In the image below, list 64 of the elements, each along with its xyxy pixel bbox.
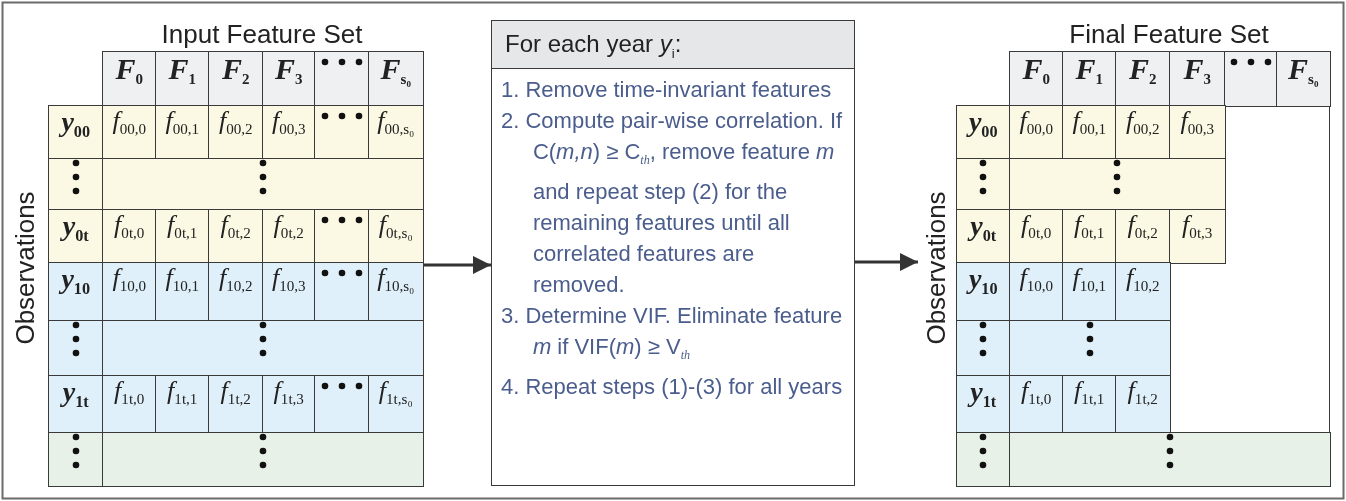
row-label: y$_{0t}$: [48, 209, 104, 264]
column-header: F$_{s₀}$: [1276, 51, 1331, 107]
feature-value: f$_{0t,3}$: [1169, 209, 1226, 264]
axis-label: Observations: [920, 191, 951, 345]
feature-value: f$_{00,1}$: [155, 105, 210, 160]
arrow: [855, 253, 918, 271]
feature-value: f$_{00,2}$: [208, 105, 264, 160]
step-text: 4. Repeat steps (1)-(3) for all years: [501, 373, 844, 401]
feature-value: f$_{0t,1}$: [1062, 209, 1117, 264]
row-label: y$_{00}$: [48, 105, 104, 160]
feature-value: f$_{1t,s₀}$: [368, 375, 424, 434]
feature-value: f$_{1t,1}$: [155, 375, 210, 434]
feature-value: f$_{10,2}$: [1115, 262, 1171, 322]
feature-value: f$_{0t,2}$: [208, 209, 264, 264]
feature-value: f$_{0t,0}$: [102, 209, 157, 264]
feature-value: f$_{00,3}$: [1169, 105, 1226, 160]
box-heading: For each year y$_{i}$:: [492, 21, 854, 69]
step-text: 3. Determine VIF. Eliminate feature m if VIF(m) ≥ V$_{th}$: [501, 302, 844, 365]
row-label: y$_{1t}$: [48, 375, 104, 434]
column-header: F$_{3}$: [1169, 51, 1226, 107]
feature-value: f$_{1t,1}$: [1062, 375, 1117, 434]
feature-value: f$_{10,3}$: [262, 262, 316, 322]
feature-value: f$_{0t,0}$: [1009, 209, 1064, 264]
feature-value: f$_{00,s₀}$: [368, 105, 424, 160]
step-text: 1. Remove time-invariant features: [501, 76, 833, 104]
column-header: F$_{s₀}$: [368, 51, 424, 107]
column-header: F$_{0}$: [1009, 51, 1064, 107]
feature-value: f$_{0t,s₀}$: [368, 209, 424, 264]
feature-value: f$_{00,1}$: [1062, 105, 1117, 160]
row-label: y$_{1t}$: [956, 375, 1011, 434]
row-label: y$_{0t}$: [956, 209, 1011, 264]
table-title: Final Feature Set: [1068, 18, 1270, 51]
arrow: [424, 256, 491, 274]
column-header: F$_{1}$: [1062, 51, 1117, 107]
feature-value: f$_{10,s₀}$: [368, 262, 424, 322]
feature-value: f$_{0t,2}$: [262, 209, 316, 264]
feature-value: f$_{0t,2}$: [1115, 209, 1171, 264]
feature-value: f$_{10,0}$: [1009, 262, 1064, 322]
column-header: F$_{2}$: [1115, 51, 1171, 107]
row-label: y$_{00}$: [956, 105, 1011, 160]
feature-value: f$_{1t,2}$: [208, 375, 264, 434]
column-header: F$_{0}$: [102, 51, 157, 107]
step-text: 2. Compute pair-wise correlation. If C(m,n) ≥ C$_{th}$, remove feature m and repeat step (2) for the remaining features until all correlated features are removed.: [501, 107, 844, 300]
feature-value: f$_{0t,1}$: [155, 209, 210, 264]
feature-value: f$_{00,3}$: [262, 105, 316, 160]
row-label: y$_{10}$: [48, 262, 104, 322]
feature-value: f$_{1t,2}$: [1115, 375, 1171, 434]
row-label: y$_{10}$: [956, 262, 1011, 322]
feature-value: f$_{00,0}$: [102, 105, 157, 160]
process-box: [491, 20, 855, 486]
column-header: F$_{3}$: [262, 51, 316, 107]
feature-value: f$_{1t,0}$: [1009, 375, 1064, 434]
table-title: Input Feature Set: [160, 18, 364, 51]
column-header: F$_{1}$: [155, 51, 210, 107]
column-header: F$_{2}$: [208, 51, 264, 107]
feature-value: f$_{10,0}$: [102, 262, 157, 322]
feature-value: f$_{10,2}$: [208, 262, 264, 322]
feature-value: f$_{10,1}$: [155, 262, 210, 322]
feature-value: f$_{00,0}$: [1009, 105, 1064, 160]
feature-value: f$_{00,2}$: [1115, 105, 1171, 160]
axis-label: Observations: [9, 191, 40, 345]
feature-value: f$_{1t,3}$: [262, 375, 316, 434]
feature-value: f$_{10,1}$: [1062, 262, 1117, 322]
feature-value: f$_{1t,0}$: [102, 375, 157, 434]
